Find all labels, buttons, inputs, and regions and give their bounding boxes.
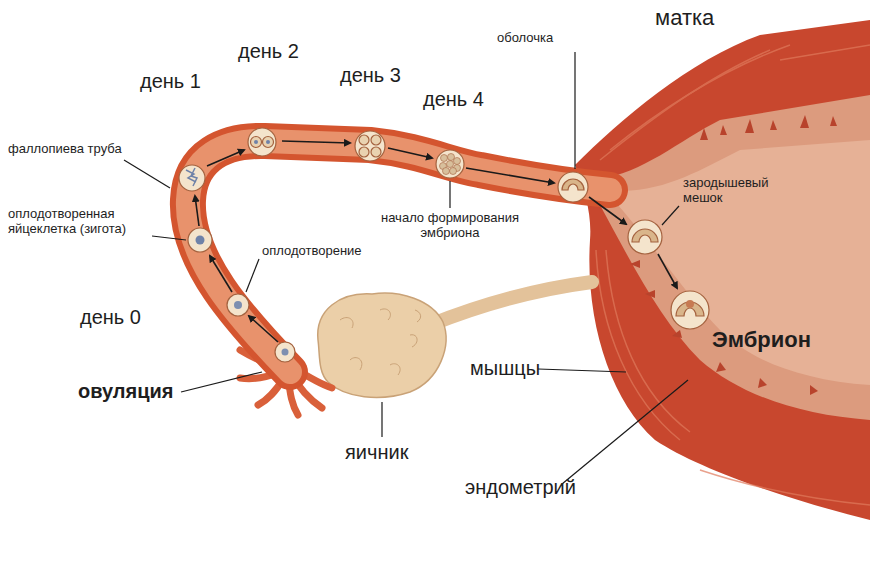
stage-label: Эмбрион: [712, 328, 811, 353]
process-arrows: [195, 141, 677, 342]
organ-label: матка: [655, 6, 714, 31]
ovarian-ligament: [430, 282, 592, 325]
ovary: [318, 293, 446, 397]
ovary-texture: [340, 309, 421, 375]
muscle-striations: [596, 45, 870, 505]
part-label: фаллопиева труба: [8, 142, 122, 157]
part-label: эндометрий: [465, 476, 576, 498]
callout-label: оболочка: [497, 31, 553, 46]
stage-label: оплодотворение: [262, 244, 362, 259]
stage-label: оплодотворенная яйцеклетка (зигота): [8, 207, 148, 236]
fallopian-tube-lumen: [188, 141, 610, 372]
part-label: мышцы: [470, 357, 540, 379]
organ-label: яичник: [345, 441, 408, 463]
stage-label: овуляция: [78, 380, 174, 402]
uterus-muscle: [575, 20, 870, 520]
day-label: день 1: [140, 70, 201, 92]
cell-stages: [179, 128, 709, 362]
day-label: день 0: [80, 306, 141, 328]
endometrium-folds: [630, 115, 837, 395]
endometrium: [600, 95, 870, 420]
stage-label: начало формирования эмбриона: [360, 211, 540, 240]
day-label: день 2: [238, 40, 299, 62]
fallopian-tube-wall: [188, 141, 610, 372]
day-label: день 3: [340, 64, 401, 86]
part-label: зародышевый мешок: [683, 176, 795, 205]
leader-lines: [124, 52, 688, 484]
day-label: день 4: [423, 88, 484, 110]
uterine-lumen: [610, 140, 870, 385]
